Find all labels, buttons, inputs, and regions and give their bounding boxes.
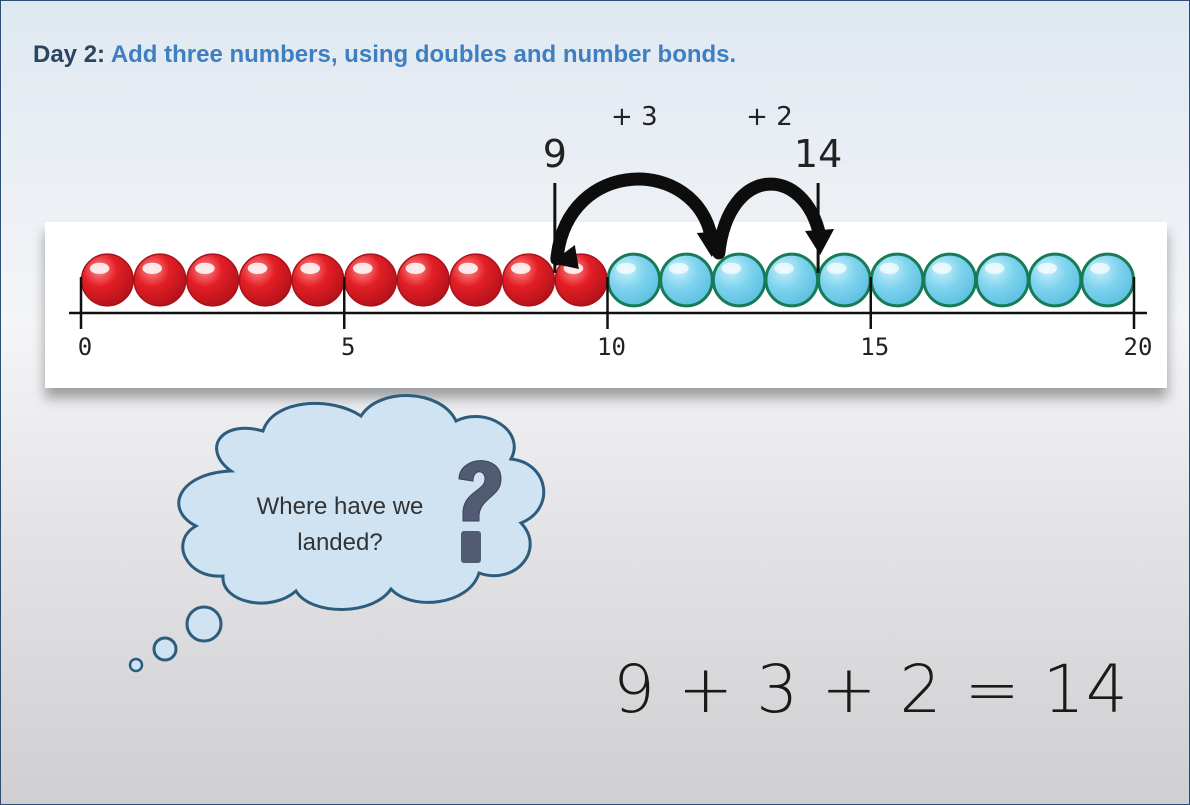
bead-body [817,252,872,308]
blue-bead [711,252,767,308]
bead-body [133,253,187,307]
thought-bubble [128,394,546,673]
jump-label: + 3 [611,102,658,132]
bead-body [80,253,134,307]
blue-bead [1027,252,1083,308]
bead-body [501,253,556,307]
bead-highlight [879,262,900,275]
jump-start-arrowhead [550,245,579,269]
tick-label: 20 [1124,333,1153,361]
bead-highlight [616,262,636,275]
bead-body [606,252,662,308]
thought-line-1: Where have we [256,493,424,520]
thought-line-2: landed? [297,529,383,556]
thought-cloud [177,394,546,611]
red-bead [291,253,345,307]
bead-body [238,253,292,307]
equation: 9 + 3 + 2 = 14 [613,651,1129,728]
bead-body [291,253,345,307]
bead-body [344,253,398,307]
bead-body [1080,252,1136,308]
blue-bead [659,252,714,308]
bead-body [711,252,767,308]
bead-highlight [1037,262,1058,275]
title-text: Add three numbers, using doubles and num… [110,41,737,68]
tick-label: 5 [341,333,355,361]
jump-arc [712,177,827,260]
red-bead [449,253,503,307]
bead-body [396,253,450,307]
blue-bead [1080,252,1136,308]
marker-label: 9 [543,132,567,176]
blue-bead [869,252,925,308]
bead-highlight [984,262,1005,275]
bead-body [922,252,978,308]
blue-bead [764,252,820,308]
bead-highlight [300,262,320,275]
red-bead [80,253,134,307]
red-bead [554,253,608,307]
tick-label: 0 [78,333,92,361]
bead-highlight [458,262,478,275]
bead-highlight [510,262,531,275]
bead-body [1027,252,1083,308]
page-title: Day 2: Add three numbers, using doubles … [33,41,736,69]
bead-body [186,253,240,307]
red-bead [186,253,240,307]
jump-arrowhead [805,229,835,255]
thought-dot-small [128,657,144,673]
red-bead [501,253,556,307]
blue-bead [975,252,1030,308]
number-line-panel [45,222,1167,388]
day-label: Day 2: [33,41,111,68]
tick-label: 10 [597,333,626,361]
bead-highlight [721,262,742,275]
blue-bead [922,252,978,308]
bead-body [659,252,714,308]
bead-highlight [142,262,163,275]
blue-bead [817,252,872,308]
red-bead [133,253,187,307]
red-bead [344,253,398,307]
bead-body [449,253,503,307]
bead-highlight [668,262,689,275]
bead-highlight [1090,262,1110,275]
tick-label: 15 [860,333,889,361]
bead-body [764,252,820,308]
bead-highlight [932,262,952,275]
bead-highlight [774,262,794,275]
blue-bead [606,252,662,308]
bead-highlight [405,262,426,275]
marker-label: 14 [794,132,842,176]
bead-body [869,252,925,308]
red-bead [396,253,450,307]
thought-dot-large [185,605,223,643]
bead-highlight [89,262,110,275]
question-mark-icon [458,460,502,563]
thought-dot-medium [152,636,178,662]
jump-arc [550,172,719,266]
thought-text: Where have we landed? [215,489,465,561]
bead-highlight [247,262,268,275]
jump-label: + 2 [746,102,793,132]
bead-highlight [353,262,373,275]
bead-highlight [195,262,215,275]
bead-highlight [826,262,847,275]
red-bead [238,253,292,307]
bead-body [975,252,1030,308]
